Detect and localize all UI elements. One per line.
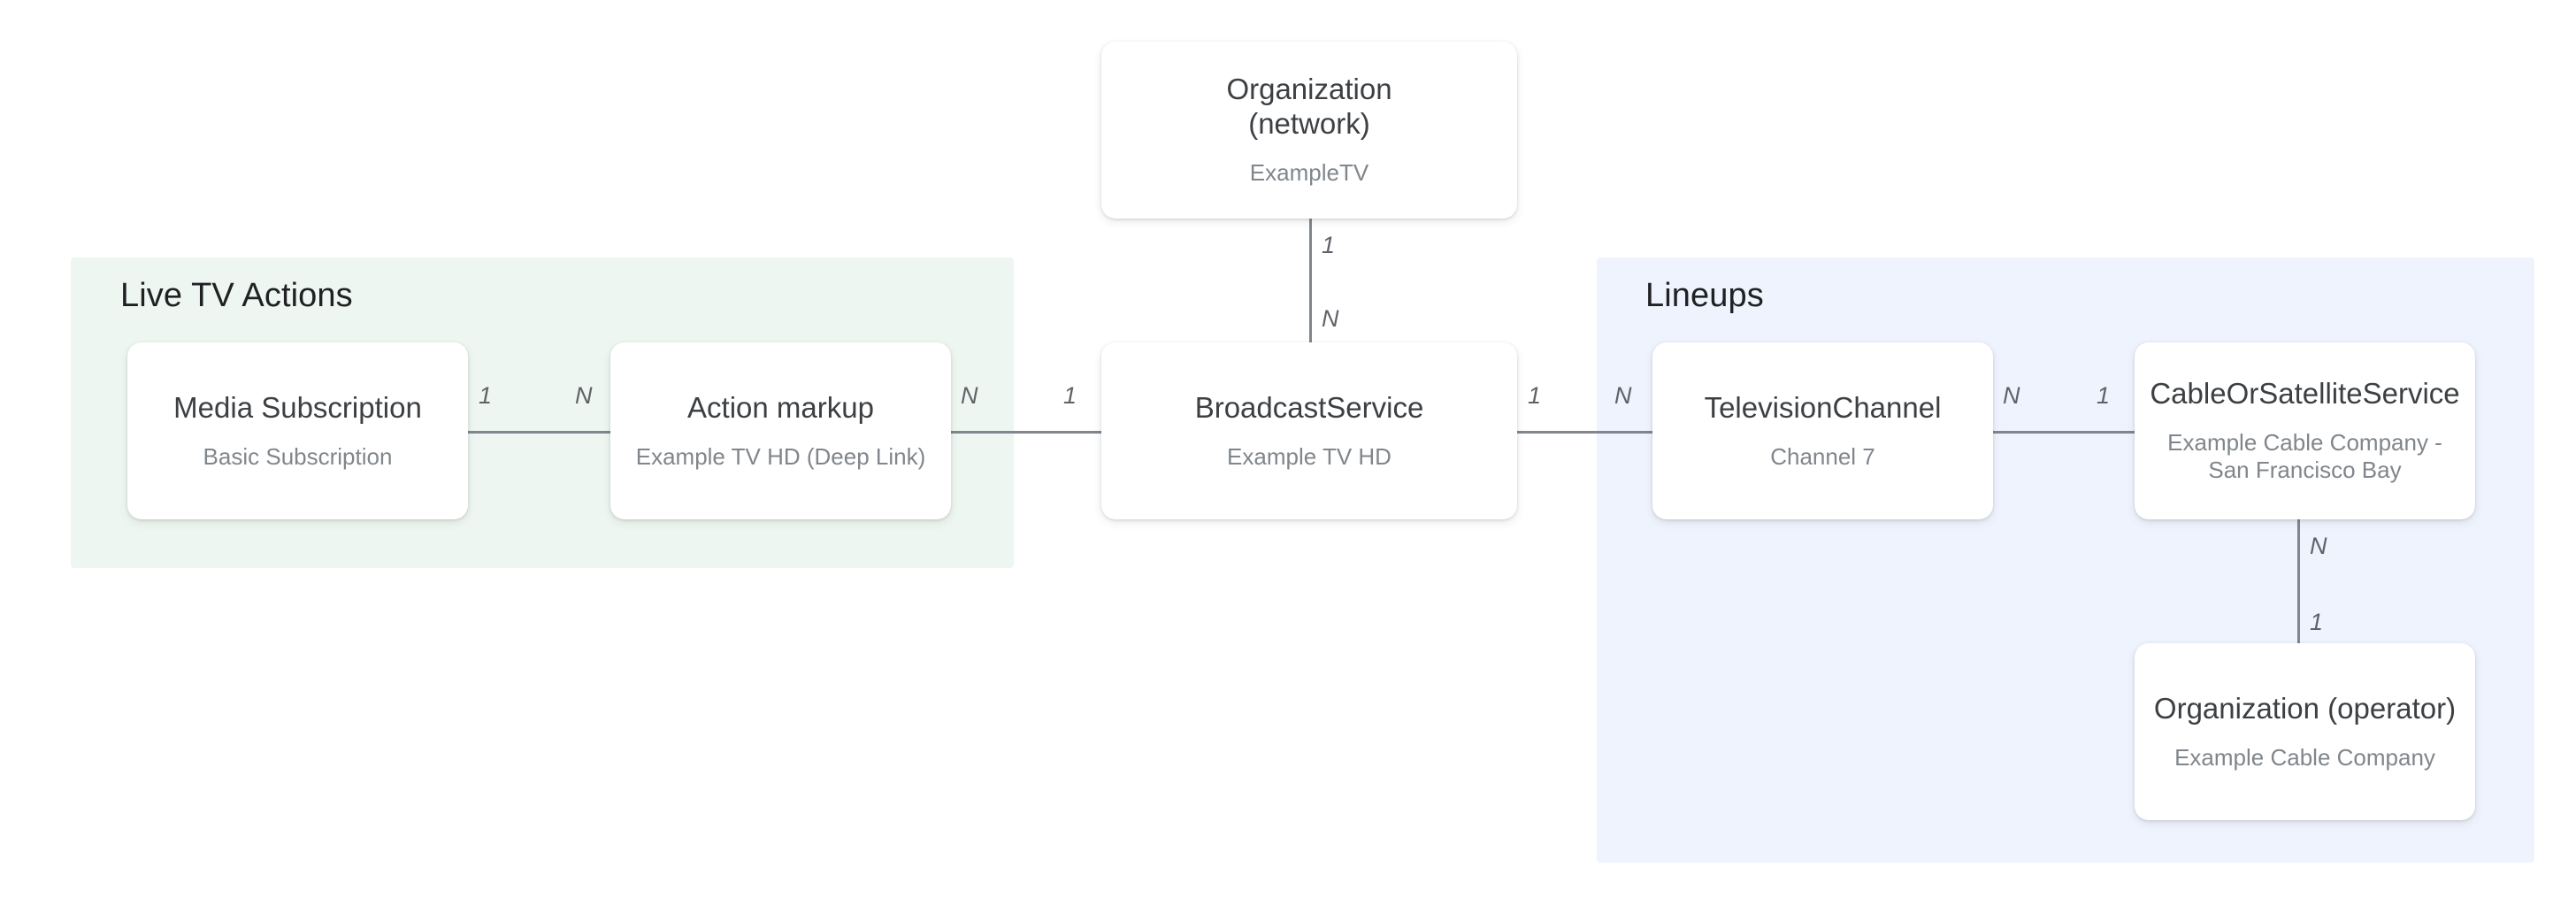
entity-subtitle-broadcast-service: Example TV HD <box>1227 442 1392 470</box>
cardinality-label-broadcast-service-to-television-channel-target: N <box>1614 382 1632 409</box>
entity-title-cable-or-satellite-service: CableOrSatelliteService <box>2150 376 2460 410</box>
entity-subtitle-action-markup: Example TV HD (Deep Link) <box>635 442 926 470</box>
cardinality-label-cable-or-satellite-service-to-organization-operator-target: 1 <box>2310 609 2324 635</box>
group-title-lineups: Lineups <box>1645 277 1764 314</box>
cardinality-label-cable-or-satellite-service-to-organization-operator-source: N <box>2310 533 2327 559</box>
entity-title-action-markup: Action markup <box>687 390 874 424</box>
cardinality-label-action-markup-to-broadcast-service-target: 1 <box>1063 382 1077 409</box>
entity-title-television-channel: TelevisionChannel <box>1704 390 1942 424</box>
entity-card-organization-network[interactable]: Organization (network) ExampleTV <box>1101 42 1517 219</box>
entity-subtitle-organization-network: ExampleTV <box>1249 159 1369 187</box>
connector-broadcast-service-to-television-channel <box>1517 431 1652 434</box>
entity-subtitle-organization-operator: Example Cable Company <box>2174 743 2435 771</box>
cardinality-label-organization-network-to-broadcast-service-target: N <box>1322 305 1339 332</box>
entity-title-organization-network: Organization (network) <box>1226 73 1392 141</box>
connector-cable-or-satellite-service-to-organization-operator <box>2297 519 2300 643</box>
entity-subtitle-cable-or-satellite-service: Example Cable Company - San Francisco Ba… <box>2167 428 2442 484</box>
cardinality-label-action-markup-to-broadcast-service-source: N <box>961 382 978 409</box>
entity-subtitle-television-channel: Channel 7 <box>1770 442 1875 470</box>
cardinality-label-broadcast-service-to-television-channel-source: 1 <box>1528 382 1542 409</box>
cardinality-label-media-subscription-to-action-markup-target: N <box>575 382 593 409</box>
cardinality-label-television-channel-to-cable-or-satellite-service-source: N <box>2003 382 2020 409</box>
cardinality-label-media-subscription-to-action-markup-source: 1 <box>479 382 493 409</box>
connector-television-channel-to-cable-or-satellite-service <box>1993 431 2135 434</box>
connector-organization-network-to-broadcast-service <box>1309 219 1312 342</box>
group-title-live-tv-actions: Live TV Actions <box>120 277 353 314</box>
entity-title-broadcast-service: BroadcastService <box>1194 390 1424 424</box>
entity-title-organization-operator: Organization (operator) <box>2153 691 2457 725</box>
cardinality-label-television-channel-to-cable-or-satellite-service-target: 1 <box>2097 382 2111 409</box>
connector-media-subscription-to-action-markup <box>468 431 610 434</box>
entity-card-organization-operator[interactable]: Organization (operator) Example Cable Com… <box>2135 643 2475 820</box>
entity-subtitle-media-subscription: Basic Subscription <box>203 442 393 470</box>
entity-title-media-subscription: Media Subscription <box>173 390 422 424</box>
connector-action-markup-to-broadcast-service <box>951 431 1101 434</box>
cardinality-label-organization-network-to-broadcast-service-source: 1 <box>1322 232 1336 258</box>
